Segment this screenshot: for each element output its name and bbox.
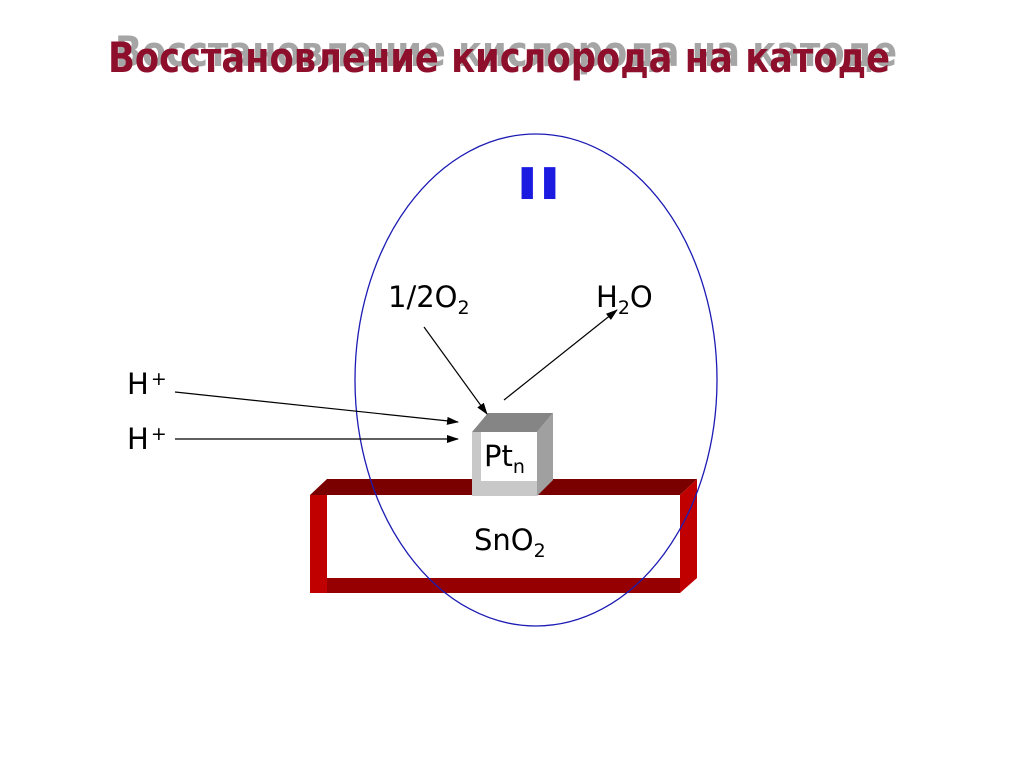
catalyst-label-main: Pt [484,439,513,473]
water-label-main: H [596,280,618,314]
arrow-pt-to-water [503,309,618,401]
page-title-shadow: Восстановление кислорода на катоде [115,27,897,76]
oxygen-label-subscript: 2 [458,297,470,319]
oxygen-label: 1/2O2 [388,280,470,319]
support-frame-bottom-face [327,578,680,593]
cube-top-face [472,413,553,432]
catalyst-label-subscript: n [513,456,525,478]
support-frame-inner [327,495,680,578]
arrow-oxygen-to-pt [423,326,488,415]
support-label-subscript: 2 [534,540,546,562]
reaction-arrows [174,309,618,443]
pt-catalyst-cube [472,413,553,496]
page-title: Восстановление кислорода на катоде [108,33,890,82]
catalyst-label: Ptn [484,439,525,478]
arrow-proton-upper-to-pt [174,391,459,425]
support-frame-right-face [680,479,697,593]
support-label-main: SnO [474,523,534,557]
proton-label-lower: H+ [127,422,167,456]
support-frame-left-face [310,495,327,593]
proton-label-upper-superscript: + [151,368,167,390]
water-label-subscript: 2 [618,297,630,319]
proton-label-upper: H+ [127,367,167,401]
region-ii-boundary-ellipse [354,133,718,627]
support-label: SnO2 [474,523,546,562]
cube-front-inner [481,432,537,481]
cube-right-face [537,413,553,496]
water-label: H2O [596,280,653,319]
proton-label-lower-superscript: + [151,423,167,445]
region-label: II [516,159,561,210]
water-label-tail: O [630,280,653,314]
proton-label-lower-main: H [127,422,149,456]
oxygen-label-main: 1/2O [388,280,458,314]
proton-label-upper-main: H [127,367,149,401]
sno2-support-frame [310,479,697,593]
